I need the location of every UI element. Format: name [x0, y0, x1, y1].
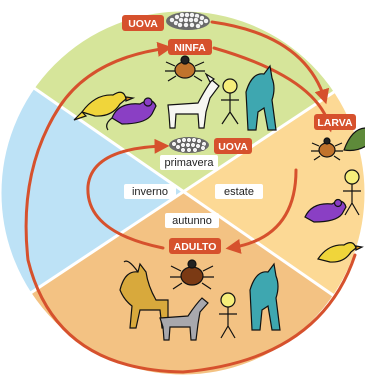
season-label-winter: inverno [124, 184, 176, 199]
mouse-icon [304, 198, 347, 223]
horse-icon [167, 72, 220, 129]
stage-badge-eggs-center: UOVA [214, 138, 252, 154]
child-icon [221, 78, 239, 125]
sector-summer [183, 88, 365, 300]
child-icon [343, 169, 361, 216]
egg-cluster-icon [166, 12, 210, 30]
season-summer: estate [224, 186, 254, 198]
stage-badge-adult: ADULTO [169, 238, 221, 254]
stage-label-nymph: NINFA [174, 42, 206, 54]
tick-icon [170, 259, 214, 290]
sector-autumn [20, 193, 340, 375]
child-icon [219, 292, 237, 339]
horse-icon [159, 297, 209, 341]
nymph-hosts [73, 55, 277, 131]
stage-label-adult: ADULTO [174, 241, 217, 253]
egg-cluster-icon [169, 137, 209, 153]
sector-spring [34, 11, 340, 193]
season-label-summer: estate [215, 184, 263, 199]
bird-icon [73, 91, 136, 121]
disc-outline [0, 10, 365, 376]
larva-hosts [304, 127, 365, 263]
season-winter: inverno [132, 186, 168, 198]
arrow-larva-to-adult [225, 168, 298, 254]
sector-winter [1, 88, 183, 300]
season-autumn: autunno [172, 215, 212, 227]
stage-badge-eggs-top: UOVA [122, 15, 164, 31]
stage-badge-larva: LARVA [314, 114, 356, 130]
season-label-spring: primavera [160, 155, 218, 170]
season-label-autumn: autunno [165, 213, 219, 228]
goat-icon [119, 260, 169, 329]
divider [33, 86, 341, 302]
tick-icon [311, 137, 343, 161]
arrow-eggs-to-larva [210, 20, 330, 105]
season-spring: primavera [165, 157, 215, 169]
stage-badge-nymph: NINFA [168, 39, 212, 55]
arrow-outer-loop [24, 41, 357, 374]
dog-icon [245, 64, 277, 131]
leaf-icon [343, 127, 365, 152]
adult-hosts [119, 259, 281, 341]
divider [19, 86, 341, 302]
stage-label-eggs-top: UOVA [128, 18, 158, 30]
stage-label-eggs-center: UOVA [218, 141, 248, 153]
dog-icon [249, 262, 281, 331]
arrow-adult-to-eggs [86, 138, 170, 250]
bird-icon [317, 242, 364, 263]
stage-label-larva: LARVA [317, 117, 353, 129]
tick-icon [165, 55, 205, 82]
mouse-icon [106, 97, 157, 131]
